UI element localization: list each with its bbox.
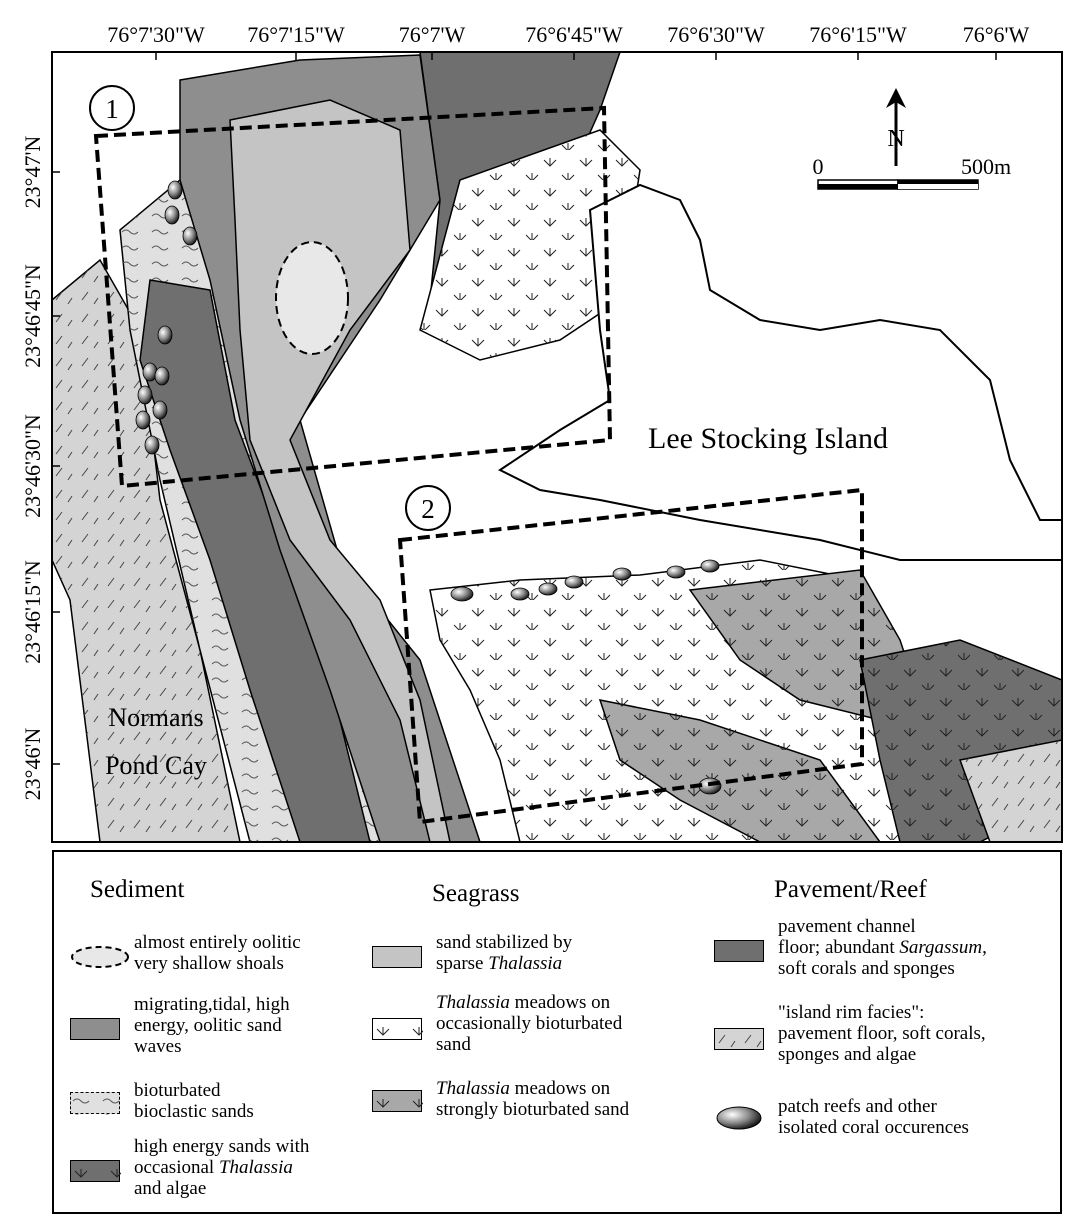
latitude-label: 23°46'30"N <box>20 414 45 518</box>
cay-label-line2: Pond Cay <box>105 751 207 780</box>
study-area-2-marker <box>405 485 451 531</box>
latitude-label: 23°46'N <box>20 728 45 801</box>
meadow-strong-2 <box>600 700 880 842</box>
latitude-axis: 23°47'N 23°46'45"N 23°46'30"N 23°46'15"N 23°… <box>20 136 60 801</box>
longitude-label: 76°6'45"W <box>525 22 623 47</box>
study-area-1-box <box>93 105 613 489</box>
study-area-1-marker <box>89 85 135 131</box>
legend-tidal-text: migrating,tidal, high energy, oolitic sa… <box>134 994 290 1057</box>
legend-sediment-heading: Sediment <box>90 876 185 903</box>
legend-highenergy-text: high energy sands with occasional Thalas… <box>134 1136 310 1199</box>
longitude-axis: 76°7'30"W 76°7'15"W 76°7'W 76°6'45"W 76°6'30… <box>107 22 1029 60</box>
longitude-label: 76°7'30"W <box>107 22 205 47</box>
legend: Sediment almost entirely oolitic very sh… <box>52 850 1062 1214</box>
legend-channel-text: pavement channel floor; abundant Sargass… <box>778 916 987 979</box>
channel-swatch <box>714 940 764 962</box>
meadow-occasional-swatch <box>372 1018 423 1041</box>
study-area-2-label: 2 <box>421 494 435 524</box>
rim-facies-west <box>52 260 240 842</box>
island-label: Lee Stocking Island <box>648 422 888 455</box>
rim-facies-southeast <box>960 740 1062 842</box>
sparse-swatch <box>372 946 422 968</box>
latitude-label: 23°47'N <box>20 136 45 209</box>
bioclastic-swatch <box>70 1092 121 1115</box>
legend-meadow-occ-text: Thalassia meadows on occasionally biotur… <box>436 992 623 1055</box>
oolitic-shoal <box>275 241 349 355</box>
meadow-north <box>420 130 640 360</box>
tidal-swatch <box>70 1018 120 1040</box>
study-area-1-label: 1 <box>105 94 119 124</box>
legend-reef-text: patch reefs and other isolated coral occ… <box>778 1096 969 1138</box>
legend-shoal-text: almost entirely oolitic very shallow sho… <box>134 932 301 974</box>
scale-end-label: 500m <box>961 154 1011 179</box>
map-frame <box>51 51 1063 843</box>
longitude-label: 76°6'W <box>963 22 1030 47</box>
legend-bioclastic-text: bioturbated bioclastic sands <box>134 1080 254 1122</box>
north-label: N <box>887 126 904 152</box>
study-area-2-box <box>397 487 864 825</box>
patch-reef-icon <box>714 1106 764 1130</box>
cay-label-line1: Normans <box>108 703 203 732</box>
scale-bar <box>817 179 979 190</box>
legend-pavement-heading: Pavement/Reef <box>774 876 927 903</box>
meadow-strong-swatch <box>372 1090 423 1113</box>
lee-stocking-island <box>498 183 1063 561</box>
scale-zero-label: 0 <box>813 154 824 179</box>
legend-sparse-text: sand stabilized by sparse Thalassia <box>436 932 573 974</box>
patch-reefs <box>135 180 722 795</box>
legend-rim-text: "island rim facies": pavement floor, sof… <box>778 1002 986 1065</box>
facies-map: 1 2 Lee Stocking Island Normans Pond Cay… <box>20 22 1063 843</box>
shoal-swatch <box>70 946 129 968</box>
legend-seagrass-heading: Seagrass <box>432 880 520 907</box>
legend-meadow-strong-text: Thalassia meadows on strongly bioturbate… <box>436 1078 630 1120</box>
highenergy-swatch <box>70 1160 121 1183</box>
rim-swatch <box>714 1028 765 1051</box>
longitude-label: 76°6'15"W <box>809 22 907 47</box>
longitude-label: 76°6'30"W <box>667 22 765 47</box>
longitude-label: 76°7'W <box>399 22 466 47</box>
latitude-label: 23°46'15"N <box>20 560 45 664</box>
north-arrow-icon <box>886 88 906 166</box>
latitude-label: 23°46'45"N <box>20 264 45 368</box>
longitude-label: 76°7'15"W <box>247 22 345 47</box>
